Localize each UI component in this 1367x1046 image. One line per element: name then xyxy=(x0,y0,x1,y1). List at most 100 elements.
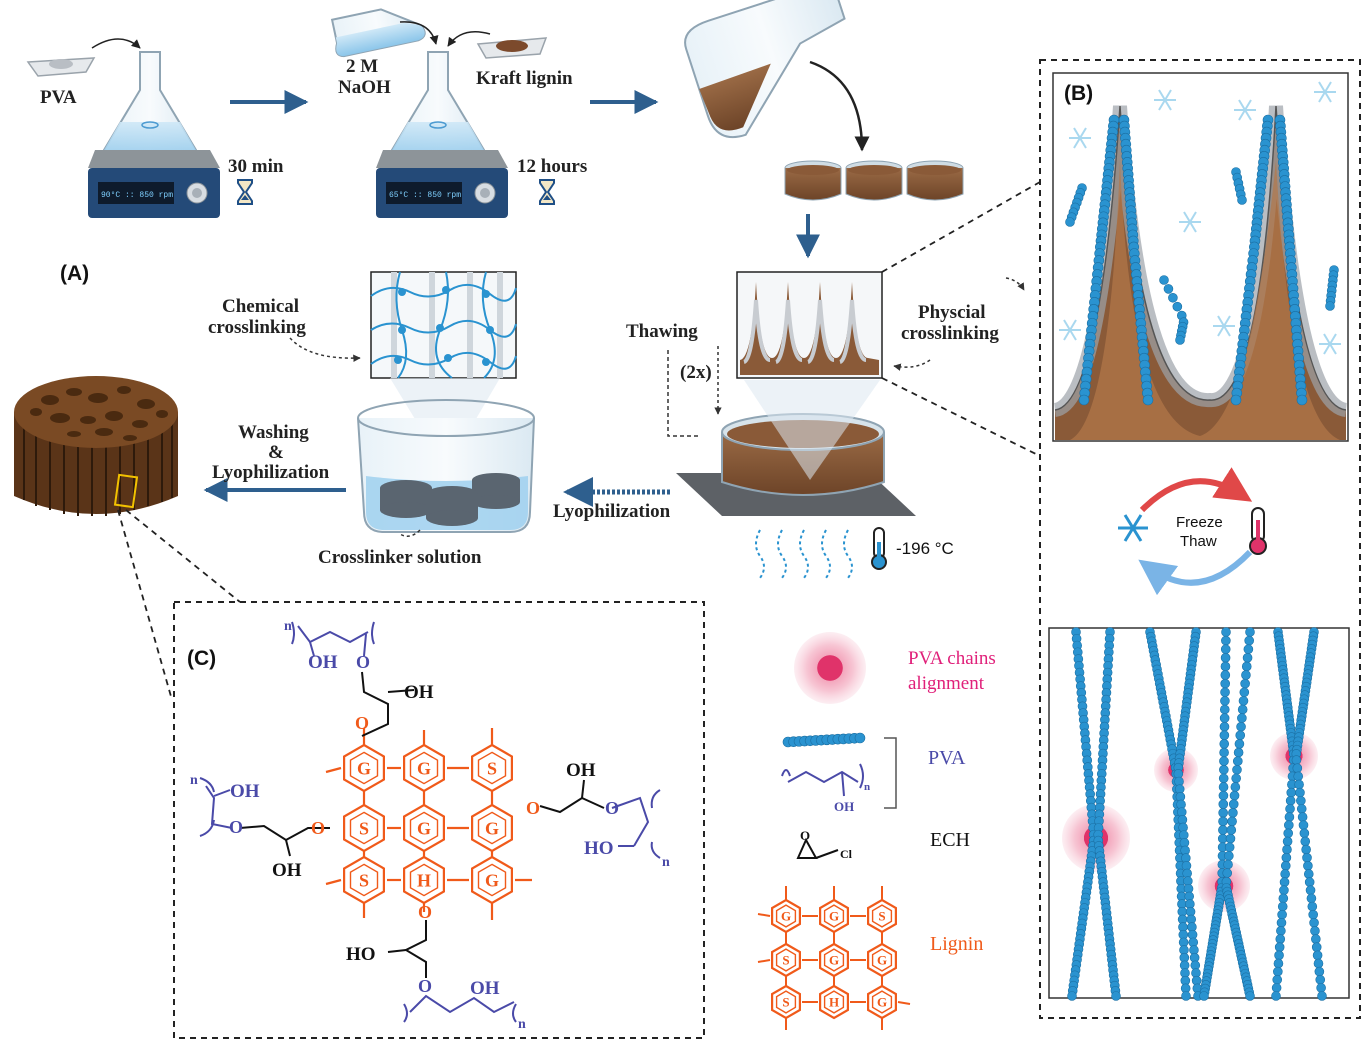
snowflake-icon xyxy=(1319,333,1341,355)
pva-bead xyxy=(1220,644,1231,655)
lignin-ring: G xyxy=(771,898,801,934)
pva-bead xyxy=(1297,812,1308,822)
lignin-ring: S xyxy=(771,984,801,1020)
pva-bead xyxy=(1316,983,1326,993)
physical-pointer-arrow xyxy=(893,359,931,371)
pva-bead xyxy=(1306,893,1317,904)
pva-bead xyxy=(1308,909,1318,920)
pva-bead xyxy=(1142,394,1154,406)
pva-bead xyxy=(1172,301,1183,312)
pva-bead xyxy=(1280,869,1290,879)
pour-arrow xyxy=(91,38,141,49)
snowflake-icon xyxy=(1314,81,1336,103)
pva-bead xyxy=(1175,335,1185,345)
pva-bead xyxy=(1168,292,1178,303)
pva-bead xyxy=(1218,799,1229,810)
chemical-pointer xyxy=(289,337,361,363)
pva-bead xyxy=(1317,991,1327,1001)
pva-bead xyxy=(1296,804,1307,814)
pva-bead xyxy=(1223,859,1233,870)
lignin-ring: S xyxy=(343,855,385,905)
snowflake-icon xyxy=(1154,89,1176,111)
physical-crosslinking-inset xyxy=(736,271,883,379)
lignin-ring: G xyxy=(403,803,445,853)
pva-bead xyxy=(1237,704,1248,715)
pva-bead xyxy=(1310,926,1320,936)
naoh-pour-arrow xyxy=(399,21,439,45)
step1-group: PVA 90°C :: 850 rpm 30 min xyxy=(26,38,284,218)
pva-bead xyxy=(1067,991,1077,1001)
pva-bead xyxy=(1236,721,1246,732)
zoom-line-b-bottom xyxy=(881,377,1041,457)
ring-label: G xyxy=(829,953,839,968)
pva-bead xyxy=(1232,764,1242,775)
ring-label: H xyxy=(417,870,431,890)
pva-bead xyxy=(1219,756,1229,766)
step1-time-label: 30 min xyxy=(228,156,284,177)
pva-bead xyxy=(1309,917,1319,928)
pva-bead xyxy=(1111,991,1121,1001)
pva-bead xyxy=(1219,739,1230,749)
pva-bead xyxy=(1218,825,1228,835)
legend-pva-oh: OH xyxy=(834,799,854,814)
pva-chains-on-ice xyxy=(1065,114,1339,406)
washing-line3: Lyophilization xyxy=(212,462,330,483)
panel-c-label: (C) xyxy=(187,647,216,670)
legend-ech-label: ECH xyxy=(930,829,970,851)
ring-label: G xyxy=(485,818,499,838)
zoom-line-c-left xyxy=(117,509,173,701)
pva-bead xyxy=(1303,861,1313,871)
ho-bottom-chain: HO xyxy=(346,944,376,965)
lignin-ring: H xyxy=(403,855,445,905)
ech-structure xyxy=(796,837,839,859)
pva-bead xyxy=(1242,653,1253,663)
pva-bead xyxy=(1233,747,1244,758)
pva-bead xyxy=(1218,816,1228,827)
pva-bead xyxy=(1231,773,1241,784)
step2-material-label: Kraft lignin xyxy=(476,68,573,89)
pva-bead xyxy=(1279,885,1289,896)
pva-bead xyxy=(1277,909,1287,920)
pva-bead xyxy=(1220,661,1231,672)
pva-bead xyxy=(1065,217,1075,227)
pva-bead xyxy=(1219,764,1229,775)
nitrogen-vapor xyxy=(755,529,853,579)
pva-bead xyxy=(1313,958,1324,969)
pva-bead xyxy=(1241,661,1252,672)
pva-bead xyxy=(1237,713,1247,723)
lignin-weighing-boat xyxy=(476,37,548,59)
pva-bead xyxy=(1244,635,1254,646)
step2-group: 2 M NaOH Kraft lignin 65°C :: 850 rpm 12… xyxy=(330,8,587,218)
oh-left-chain: OH xyxy=(272,860,302,881)
pva-bead xyxy=(1245,627,1255,637)
pva-bead xyxy=(1221,627,1231,637)
pva-bead xyxy=(1315,974,1326,985)
crosslink-chains xyxy=(239,671,605,978)
pva-bead xyxy=(1301,844,1311,855)
pva-bead xyxy=(1239,687,1250,698)
oh-bottom-pva: OH xyxy=(470,978,500,999)
hourglass-icon xyxy=(539,179,555,205)
legend-ech-cl: Cl xyxy=(840,847,853,861)
snowflake-icon xyxy=(1179,211,1201,233)
thawing-loop-line xyxy=(667,350,700,437)
pva-bead xyxy=(1238,696,1249,706)
lignin-ring: G xyxy=(343,743,385,793)
ring-label: G xyxy=(417,818,431,838)
to-panel-b-pointer xyxy=(1005,277,1025,291)
pva-bead xyxy=(1325,301,1335,311)
lignin-ring: S xyxy=(471,743,513,793)
pva-bead xyxy=(1296,795,1306,806)
washing-line1: Washing xyxy=(238,422,309,443)
pva-bead xyxy=(1307,901,1318,912)
pva-bead xyxy=(1303,869,1314,879)
lignin-ring: G xyxy=(867,984,897,1020)
pva-bead xyxy=(1281,852,1292,863)
pour-to-dishes-arrow xyxy=(809,60,870,152)
pva-bead xyxy=(1296,394,1308,406)
legend-pva-n: n xyxy=(864,781,870,793)
linker-o-bottom: O xyxy=(418,902,432,922)
pva-bead xyxy=(1286,787,1297,798)
pva-bead xyxy=(1224,842,1235,853)
